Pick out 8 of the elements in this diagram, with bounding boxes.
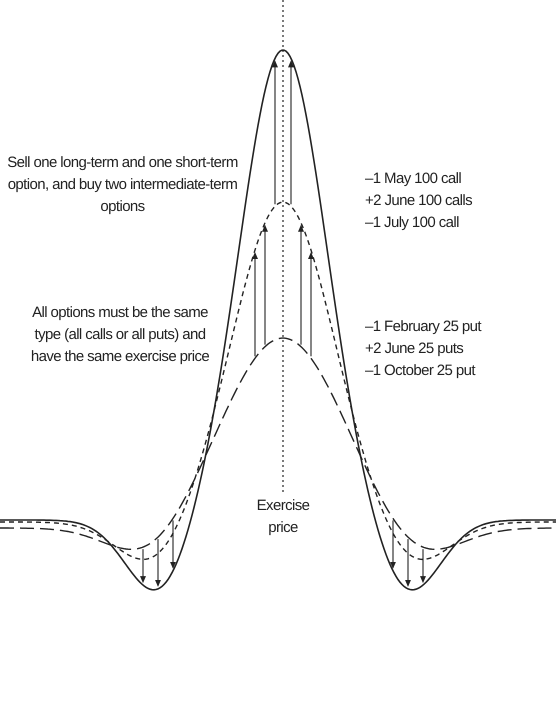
position-text: +2 June 100 calls	[365, 191, 473, 211]
rule-note: All options must be the same type (all calls or all puts) and have the same exercise price	[30, 303, 210, 367]
position-text: –1 February 25 put	[365, 317, 482, 337]
position-text: –1 May 100 call	[365, 169, 462, 189]
position-text: –1 October 25 put	[365, 361, 476, 381]
strategy-note: Sell one long-term and one short-term option, and buy two intermediate-term options	[6, 153, 239, 217]
position-text: –1 July 100 call	[365, 213, 460, 233]
position-text: +2 June 25 puts	[365, 339, 464, 359]
